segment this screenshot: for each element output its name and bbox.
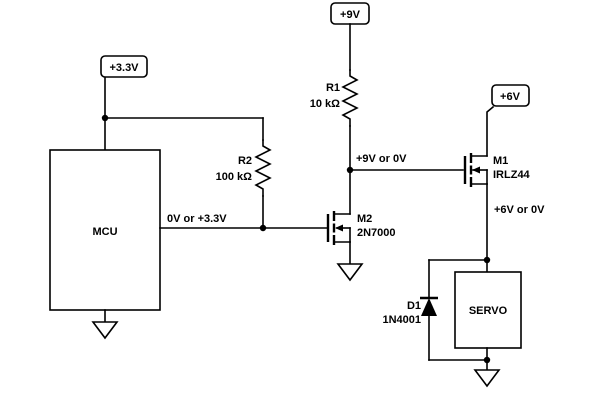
junction-dot xyxy=(101,114,109,122)
diode-d1 xyxy=(421,298,437,316)
power-flag-6v-label: +6V xyxy=(500,91,521,103)
m2-value-label: 2N7000 xyxy=(357,227,396,239)
mcu-output-net: 0V or +3.3V xyxy=(159,213,329,232)
mosfet-m2: M2 2N7000 xyxy=(326,211,396,282)
m2-ref-label: M2 xyxy=(357,213,372,225)
d1-value-label: 1N4001 xyxy=(382,314,421,326)
net-label-m2-drain: +9V or 0V xyxy=(356,153,407,165)
servo-section: SERVO xyxy=(454,271,522,388)
m1-ref-label: M1 xyxy=(493,155,508,167)
supply-9v-section: +9V R1 10 kΩ xyxy=(310,2,370,127)
m2-drain-net: +9V or 0V xyxy=(346,125,464,215)
m1-value-label: IRLZ44 xyxy=(493,169,531,181)
m2-body-arrow-icon xyxy=(335,224,343,232)
net-label-m1-source: +6V or 0V xyxy=(494,204,545,216)
ground-symbol-m2 xyxy=(336,263,364,282)
wire xyxy=(486,105,495,157)
mcu-label: MCU xyxy=(92,226,117,238)
ground-symbol-mcu xyxy=(91,321,119,340)
junction-dot xyxy=(483,356,491,364)
resistor-r1 xyxy=(341,69,359,127)
d1-ref-label: D1 xyxy=(407,300,421,312)
power-flag-3v3-label: +3.3V xyxy=(109,62,139,74)
r1-value-label: 10 kΩ xyxy=(310,98,340,110)
power-flag-9v-label: +9V xyxy=(340,9,361,21)
ground-symbol-servo xyxy=(473,369,501,388)
junction-dot xyxy=(259,224,267,232)
mcu-section: MCU xyxy=(49,149,161,340)
mosfet-m1: +6V M1 IRLZ44 +6V or 0V xyxy=(463,84,545,273)
resistor-r2 xyxy=(254,139,272,197)
servo-label: SERVO xyxy=(469,305,508,317)
power-flag-6v xyxy=(491,84,530,107)
net-label-mcu-output: 0V or +3.3V xyxy=(167,213,227,225)
r2-ref-label: R2 xyxy=(238,155,252,167)
junction-dot xyxy=(346,166,354,174)
r2-value-label: 100 kΩ xyxy=(216,171,253,183)
m1-body-arrow-icon xyxy=(472,166,480,174)
power-flag-3v3 xyxy=(100,55,148,78)
r2-section: R2 100 kΩ xyxy=(216,139,272,229)
supply-3v3-section: +3.3V xyxy=(100,55,264,151)
servo-box xyxy=(454,271,522,349)
diode-d1-section: D1 1N4001 xyxy=(382,259,488,361)
r1-ref-label: R1 xyxy=(326,82,340,94)
